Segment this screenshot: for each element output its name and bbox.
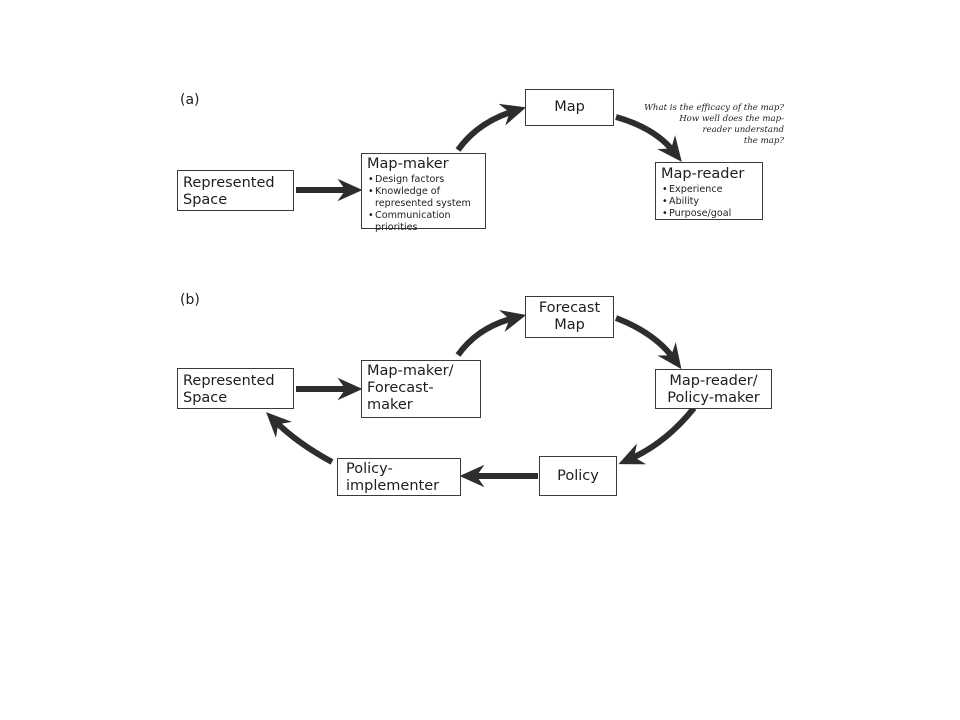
policy-box: Policy — [539, 456, 617, 496]
arrow-implementer-to-space — [266, 412, 334, 465]
arrow-mapmaker-to-map-a — [455, 103, 527, 152]
panel-b-label: (b) — [180, 292, 200, 308]
map-maker-bullets: Design factors Knowledge of represented … — [367, 174, 485, 234]
policy-implementer-box: Policy- implementer — [337, 458, 461, 496]
map-maker-forecast-maker-box: Map-maker/ Forecast- maker — [361, 360, 481, 418]
arrow-map-to-mapreader-a — [615, 114, 682, 162]
map-maker-title: Map-maker — [367, 156, 449, 172]
arrow-mapreader-to-policy — [618, 406, 697, 465]
forecast-map-box: Forecast Map — [525, 296, 614, 338]
bullet-item: Purpose/goal — [661, 208, 762, 220]
represented-space-box-a: Represented Space — [177, 170, 294, 211]
arrow-forecast-to-mapreader — [614, 315, 682, 370]
arrow-mapmaker-to-forecast — [455, 310, 527, 357]
bullet-item: Experience — [661, 184, 762, 196]
represented-space-box-b: Represented Space — [177, 368, 294, 409]
map-box-a: Map — [525, 89, 614, 126]
map-maker-box-a: Map-maker Design factors Knowledge of re… — [361, 153, 486, 233]
map-reader-title: Map-reader — [661, 166, 745, 182]
map-reader-box-a: Map-reader Experience Ability Purpose/go… — [655, 162, 763, 220]
map-reader-policy-maker-box: Map-reader/ Policy-maker — [655, 369, 772, 409]
panel-a-label: (a) — [180, 92, 200, 108]
bullet-item: Ability — [661, 196, 762, 208]
bullet-item: Communication priorities — [367, 210, 485, 234]
efficacy-question: What is the efficacy of the map? How wel… — [644, 103, 784, 146]
map-reader-bullets: Experience Ability Purpose/goal — [661, 184, 762, 220]
bullet-item: Knowledge of represented system — [367, 186, 485, 210]
bullet-item: Design factors — [367, 174, 485, 186]
